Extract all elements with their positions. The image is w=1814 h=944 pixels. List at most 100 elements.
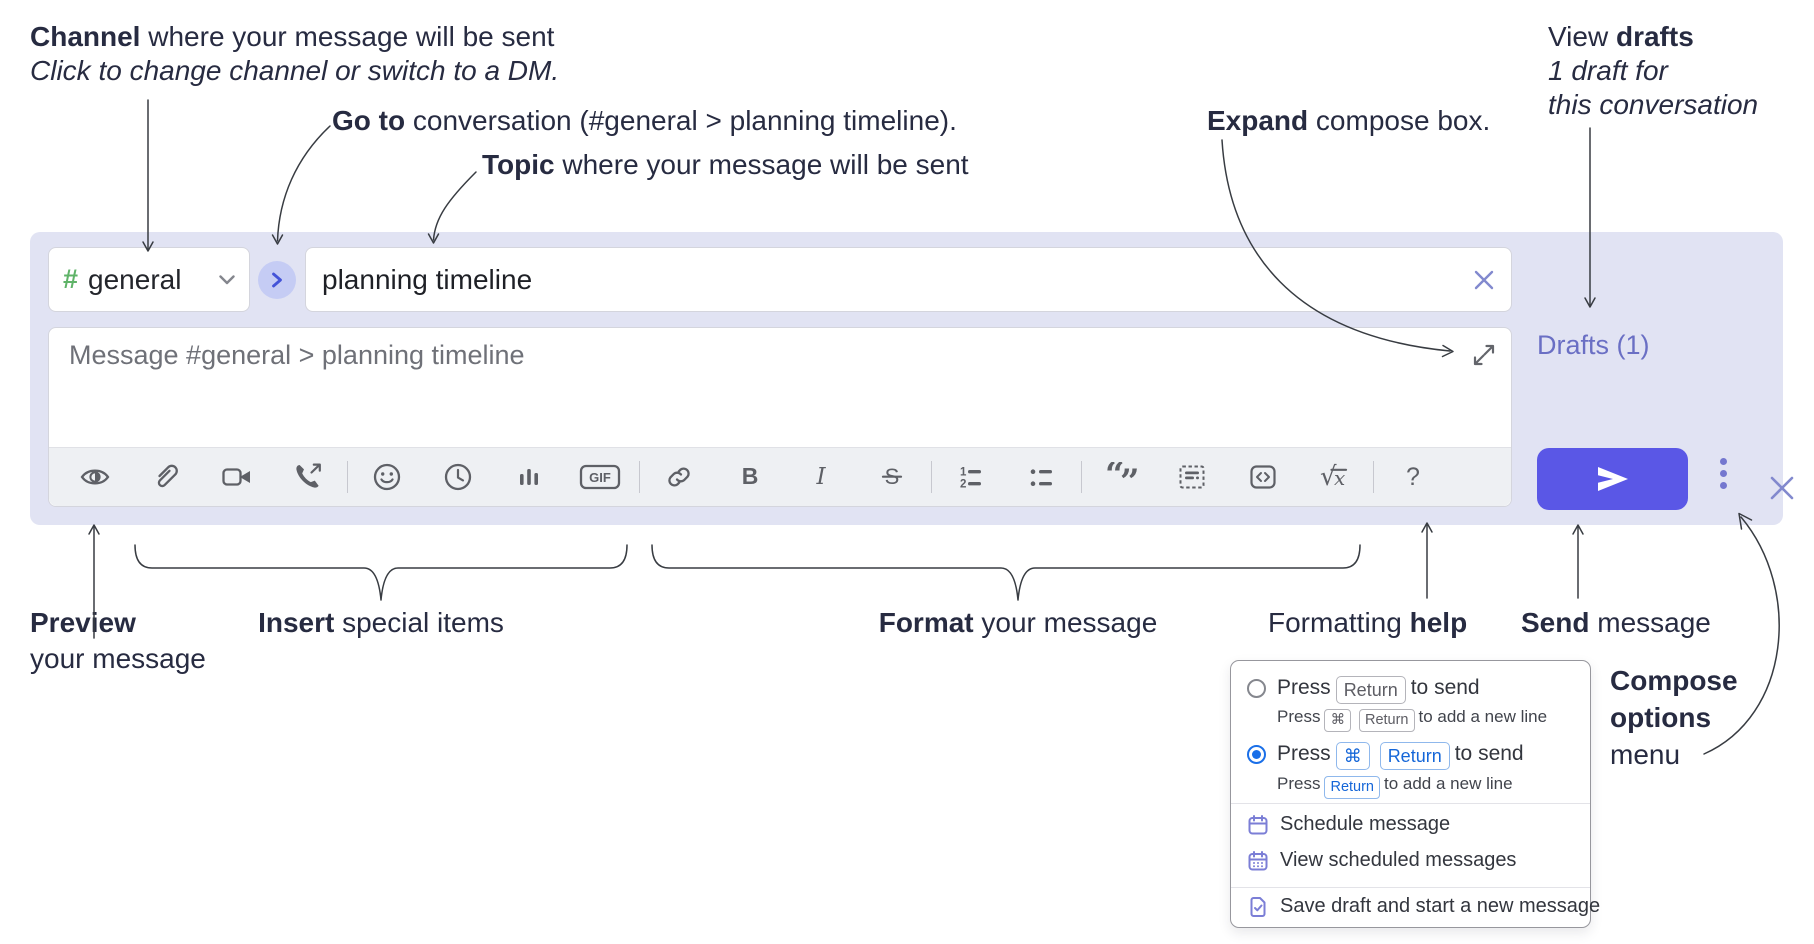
- link-button[interactable]: [647, 456, 711, 498]
- quote-close-glyph: ”: [1120, 462, 1138, 492]
- menu-item-view-scheduled[interactable]: View scheduled messages: [1247, 849, 1516, 872]
- option2-sub-pre: Press: [1277, 774, 1321, 793]
- formula-button[interactable]: √ x: [1302, 456, 1366, 498]
- ordered-list-button[interactable]: 1 2: [939, 456, 1003, 498]
- label-compose-options: Compose options menu: [1610, 662, 1738, 773]
- option2-sub-post: to add a new line: [1384, 774, 1513, 793]
- calendar-icon: [1248, 814, 1268, 834]
- annotation-go-to: Go to conversation (#general > planning …: [332, 104, 957, 138]
- question-mark-icon: ?: [1406, 463, 1420, 491]
- label-insert-rest: special items: [334, 607, 504, 638]
- label-insert: Insert special items: [258, 606, 504, 640]
- message-box[interactable]: Message #general > planning timeline: [48, 327, 1512, 507]
- toolbar-divider: [1081, 461, 1082, 493]
- bold-icon: B: [742, 463, 759, 489]
- strikethrough-button[interactable]: S: [860, 456, 924, 498]
- option1-pre: Press: [1277, 676, 1331, 699]
- cmd-key: ⌘: [1324, 709, 1351, 732]
- option2-pre: Press: [1277, 742, 1331, 765]
- label-preview: Preview: [30, 606, 136, 640]
- toolbar-divider: [639, 461, 640, 493]
- label-insert-bold: Insert: [258, 607, 335, 638]
- menu-item-schedule-message[interactable]: Schedule message: [1247, 813, 1450, 836]
- formula-x-glyph: x: [1334, 466, 1345, 490]
- annotation-view-drafts-line2: 1 draft for: [1548, 55, 1668, 86]
- close-icon: [1770, 476, 1794, 500]
- ol-number-2: 2: [960, 479, 966, 491]
- gif-icon: GIF: [579, 464, 621, 490]
- annotation-go-to-bold: Go to: [332, 105, 406, 136]
- label-compose-options-line3: menu: [1610, 739, 1681, 770]
- clear-topic-icon[interactable]: [1473, 269, 1495, 291]
- radio-cmd-return-to-send[interactable]: [1247, 745, 1266, 764]
- topic-connector: [432, 171, 477, 241]
- bulleted-list-icon: [1030, 469, 1052, 486]
- italic-icon: I: [815, 464, 826, 490]
- annotation-topic: Topic where your message will be sent: [482, 148, 969, 182]
- annotation-topic-rest: where your message will be sent: [554, 149, 969, 180]
- drafts-link[interactable]: Drafts (1): [1537, 330, 1650, 360]
- video-clip-button[interactable]: [205, 456, 269, 498]
- ordered-list-icon: 1 2: [960, 467, 981, 491]
- return-key: Return: [1379, 742, 1450, 770]
- link-icon: [668, 467, 690, 487]
- send-paper-plane-icon: [1597, 467, 1628, 491]
- insert-brace: [134, 544, 628, 601]
- code-icon: [1250, 465, 1276, 489]
- gif-button[interactable]: GIF: [568, 456, 632, 498]
- label-compose-options-bold1: Compose: [1610, 665, 1738, 696]
- option1-sub-pre: Press: [1277, 707, 1321, 726]
- kebab-dot: [1719, 470, 1727, 477]
- topic-value: planning timeline: [322, 263, 533, 295]
- go-to-conversation-button[interactable]: [258, 261, 296, 299]
- code-button[interactable]: [1231, 456, 1295, 498]
- preview-button[interactable]: [63, 456, 127, 498]
- bulleted-list-button[interactable]: [1010, 456, 1074, 498]
- blockquote-button[interactable]: “ ”: [1089, 456, 1153, 498]
- toolbar-divider: [1373, 461, 1374, 493]
- formula-icon: √ x: [1320, 462, 1348, 492]
- chevron-right-icon: [272, 272, 282, 288]
- help-glyph: ?: [1406, 463, 1420, 491]
- annotation-channel-bold: Channel: [30, 21, 141, 52]
- ol-number-1: 1: [960, 467, 967, 479]
- poll-button[interactable]: [497, 456, 561, 498]
- label-format-bold: Format: [878, 607, 974, 638]
- radio-return-to-send[interactable]: [1247, 679, 1266, 698]
- italic-button[interactable]: I: [789, 456, 853, 498]
- italic-glyph: I: [815, 464, 826, 490]
- send-button[interactable]: [1537, 448, 1688, 510]
- return-key: Return: [1335, 676, 1406, 704]
- menu-item-label: Save draft and start a new message: [1280, 895, 1601, 917]
- compose-options-button[interactable]: [1716, 458, 1730, 489]
- menu-item-save-draft[interactable]: Save draft and start a new message: [1247, 895, 1600, 918]
- phone-icon: [296, 463, 321, 488]
- topic-input[interactable]: planning timeline: [305, 247, 1512, 312]
- annotation-expand-bold: Expand: [1207, 105, 1309, 136]
- bold-button[interactable]: B: [718, 456, 782, 498]
- label-send: Send message: [1521, 606, 1711, 640]
- bold-glyph: B: [742, 463, 759, 489]
- close-button[interactable]: [1768, 474, 1796, 502]
- annotation-view-drafts-bold: drafts: [1615, 21, 1694, 52]
- formatting-help-button[interactable]: ?: [1381, 456, 1445, 498]
- attach-file-button[interactable]: [134, 456, 198, 498]
- radio-selected-dot: [1252, 750, 1261, 759]
- chevron-down-icon: [219, 274, 235, 284]
- kebab-dot: [1719, 458, 1727, 465]
- emoji-button[interactable]: [355, 456, 419, 498]
- expand-compose-icon[interactable]: [1471, 342, 1497, 368]
- code-block-button[interactable]: [1160, 456, 1224, 498]
- return-key: Return: [1358, 709, 1415, 732]
- annotation-channel-rest: where your message will be sent: [140, 21, 555, 52]
- annotation-view-drafts-pre: View: [1548, 21, 1616, 52]
- annotation-topic-bold: Topic: [482, 149, 555, 180]
- channel-selector[interactable]: # general: [48, 247, 250, 312]
- recent-clock-button[interactable]: [426, 456, 490, 498]
- calendar-grid-icon: [1248, 850, 1268, 870]
- audio-call-button[interactable]: [276, 456, 340, 498]
- label-formatting-help-pre: Formatting: [1268, 607, 1410, 638]
